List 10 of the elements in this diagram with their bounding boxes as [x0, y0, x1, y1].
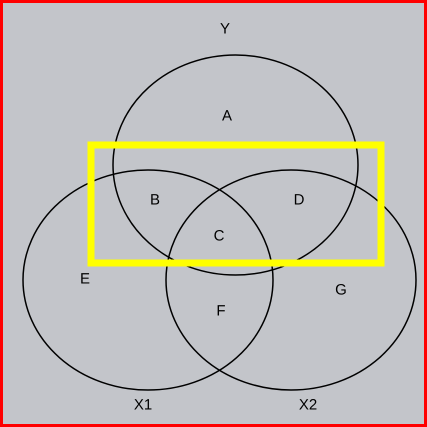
- region-label: G: [335, 282, 347, 298]
- set-label: X1: [134, 398, 152, 412]
- region-label: D: [294, 192, 304, 208]
- region-label: C: [214, 228, 224, 244]
- region-label: E: [80, 272, 90, 286]
- region-label: A: [222, 108, 232, 124]
- set-label: X2: [298, 398, 318, 412]
- set-label: Y: [220, 22, 230, 36]
- region-label: F: [216, 304, 226, 318]
- region-label: B: [150, 192, 160, 208]
